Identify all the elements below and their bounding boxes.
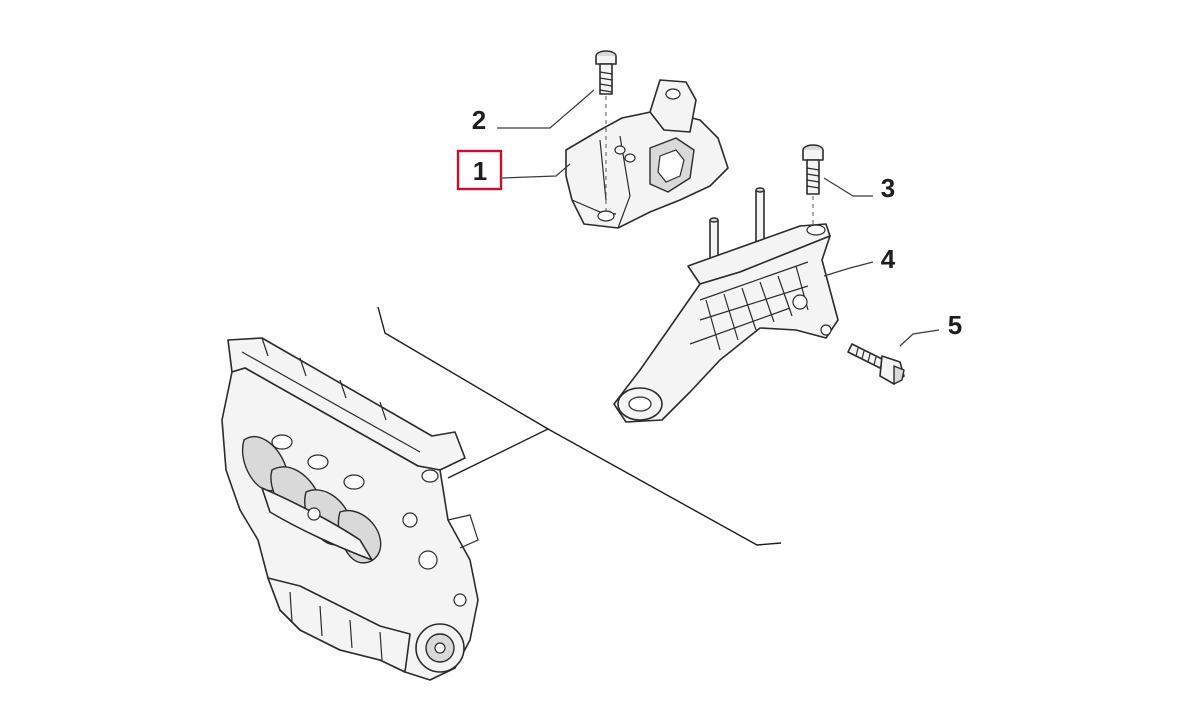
callout-5[interactable]: 5 [948,310,962,340]
callout-2[interactable]: 2 [472,105,486,135]
callout-3[interactable]: 3 [881,173,895,203]
callout-4[interactable]: 4 [881,244,896,274]
leader-line-1 [501,163,571,179]
part-4-support-bracket [613,187,839,423]
section-frame [377,306,782,546]
part-3-bolt [802,144,824,228]
callout-1[interactable]: 1 [473,156,487,186]
callout-1-highlight-box [456,149,503,191]
leader-line-2 [497,89,595,129]
part-2-bolt [595,50,617,212]
leader-line-4 [823,261,874,277]
part-5-bolt [847,343,905,385]
engine-block-drawing [221,337,479,681]
leader-line-5 [899,329,940,347]
leader-line-3 [823,177,873,197]
part-1-engine-mount [565,79,729,229]
leader-lines [497,89,940,347]
